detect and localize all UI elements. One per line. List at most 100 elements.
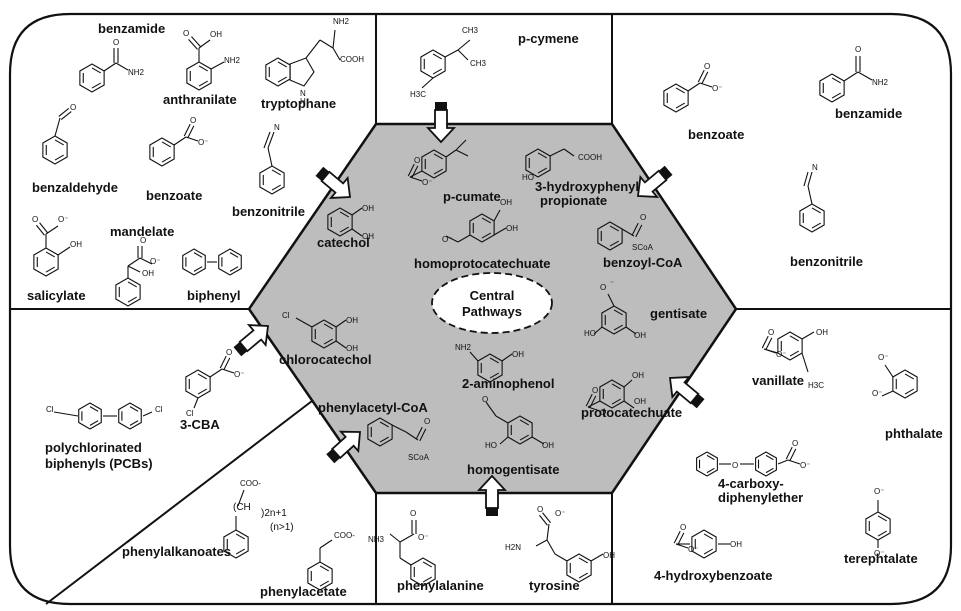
arrow-top-right — [636, 165, 673, 198]
bond — [57, 246, 71, 256]
bond-benzoate-tl — [173, 136, 187, 146]
atom-label: OH — [634, 331, 646, 340]
double-bond — [188, 38, 198, 50]
atom-label: O — [113, 38, 119, 47]
atom-label: H — [300, 97, 306, 106]
bond — [267, 147, 273, 167]
bond — [884, 364, 894, 378]
arrow-top — [425, 102, 457, 144]
atom-label: OH — [362, 232, 374, 241]
divider-lower-left — [45, 400, 313, 605]
atom-oxygen: O — [768, 328, 774, 337]
atom-label: O⁻ — [58, 215, 68, 224]
atom-label: HO — [522, 173, 534, 182]
bond — [455, 139, 467, 151]
atom-label: OH — [634, 397, 646, 406]
atom-oxygen-anion: O⁻ — [688, 545, 698, 554]
double-bond — [39, 222, 48, 234]
ring-gentisate — [601, 305, 627, 335]
atom-label: OH — [632, 371, 644, 380]
label-catechol: catechol — [317, 235, 370, 250]
bond-protocatechuate — [585, 393, 593, 407]
central-pathways-ellipse — [431, 272, 553, 334]
atom-label: OH — [346, 316, 358, 325]
atom-label: NH2 — [128, 68, 145, 77]
label-3hpp-line1: 3-hydroxyphenyl — [535, 179, 639, 194]
atom-label: OH — [142, 269, 154, 278]
bond-protocatechuate — [589, 395, 597, 409]
bond-p-cumate — [409, 176, 423, 182]
atom-label: N — [300, 89, 306, 98]
bond — [881, 390, 894, 397]
arrow-lower-right — [668, 376, 705, 409]
label-benzonitrile-tr: benzonitrile — [790, 254, 863, 269]
bond — [319, 539, 333, 549]
bond-4-hydroxybenzoate — [673, 530, 681, 544]
bond — [563, 148, 575, 157]
bond — [351, 228, 363, 237]
atom-label: O — [600, 283, 606, 292]
double-bond — [631, 222, 639, 236]
label-chlorocatechol: chlorocatechol — [279, 352, 371, 367]
label-benzamide-tl: benzamide — [98, 21, 165, 36]
arrow-left — [233, 324, 270, 357]
bond-benzoate-tr — [699, 82, 713, 88]
bond-ether-carboxylate — [787, 459, 801, 465]
bond — [399, 557, 412, 566]
label-benzoate-tl: benzoate — [146, 188, 202, 203]
double-bond — [542, 512, 551, 524]
arrow-lower-left — [326, 430, 361, 464]
atom-label: O⁻ — [442, 235, 452, 244]
bond-3-cba — [221, 368, 235, 374]
double-bond — [58, 108, 70, 117]
atom-label: O — [70, 103, 76, 112]
ring-tryptophane-pyrrole — [289, 57, 315, 87]
atom-label: OH — [603, 551, 615, 560]
double-bond — [635, 224, 643, 238]
bond — [535, 539, 548, 547]
bond — [127, 257, 141, 267]
atom-label: OH — [346, 344, 358, 353]
bond — [485, 401, 497, 417]
label-gentisate: gentisate — [650, 306, 707, 321]
ring-benzaldehyde — [42, 135, 68, 165]
compound-labels: benzamide anthranilate tryptophane benza… — [27, 21, 943, 599]
atom-oxygen-anion: O⁻ — [776, 350, 786, 359]
atom-label: H3C — [808, 381, 824, 390]
atom-label: COOH — [578, 153, 602, 162]
atom-oxygen: O — [704, 62, 710, 71]
arrow-top-left — [315, 166, 352, 199]
central-label-line2: Pathways — [462, 304, 522, 319]
label-homoprotocatechuate: homoprotocatechuate — [414, 256, 551, 271]
atom-label: OH — [210, 30, 222, 39]
atom-oxygen: O — [226, 348, 232, 357]
atom-label: SCoA — [632, 243, 654, 252]
bond — [457, 49, 469, 61]
atom-label: O⁻ — [555, 509, 565, 518]
label-biphenyl: biphenyl — [187, 288, 240, 303]
bond-benzoate-tl — [185, 136, 199, 142]
bond — [210, 61, 225, 70]
bond — [457, 39, 471, 51]
label-vanillate: vanillate — [752, 373, 804, 388]
bond — [554, 553, 568, 562]
label-4-hydroxybenzoate: 4-hydroxybenzoate — [654, 568, 772, 583]
label-benzaldehyde: benzaldehyde — [32, 180, 118, 195]
bond-4-hydroxybenzoate — [677, 532, 685, 546]
atom-oxygen: O — [792, 439, 798, 448]
atom-label: OH — [730, 540, 742, 549]
bond — [623, 400, 635, 409]
atom-oxygen-anion: O⁻ — [198, 138, 208, 147]
bond — [335, 319, 347, 328]
label-2-aminophenol: 2-aminophenol — [462, 376, 554, 391]
central-label-line1: Central — [470, 288, 515, 303]
label-protocatechuate: protocatechuate — [581, 405, 682, 420]
bond — [139, 257, 153, 265]
ring-biphenyl-1 — [182, 248, 206, 276]
atom-label: NH3 — [368, 535, 385, 544]
bond — [493, 227, 507, 236]
atom-label: OH — [542, 441, 554, 450]
bond-3-cba — [223, 357, 231, 371]
atom-label: O — [183, 29, 189, 38]
